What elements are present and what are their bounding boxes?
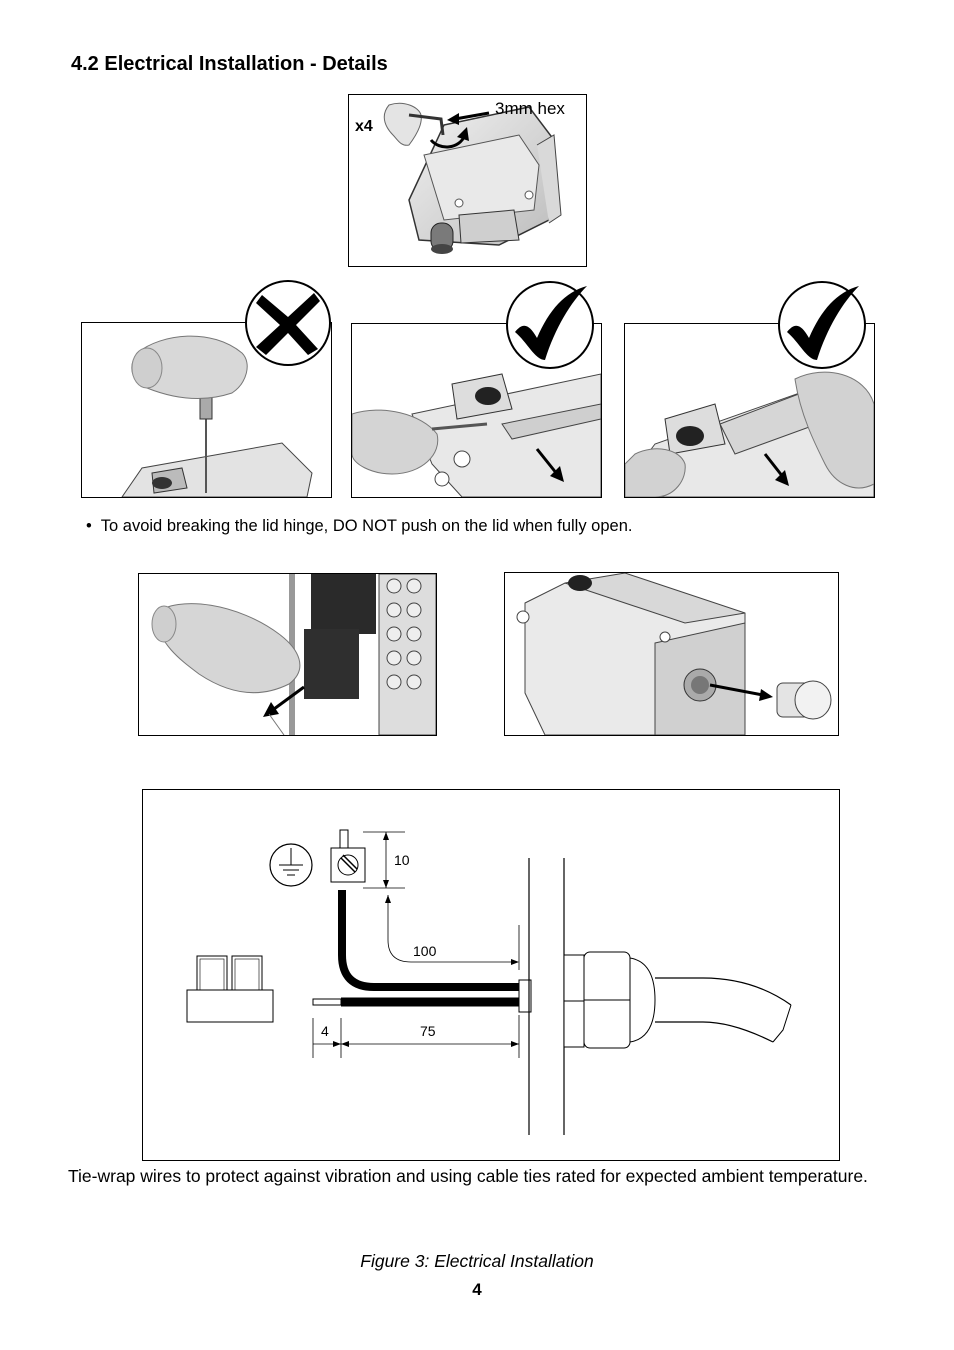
blanking-plug-illustration — [516, 573, 832, 735]
hinge-warning-note: • To avoid breaking the lid hinge, DO NOT… — [86, 517, 632, 536]
connector-removal-panel — [138, 573, 437, 736]
figure-caption: Figure 3: Electrical Installation — [360, 1251, 594, 1271]
screw-count-label: x4 — [355, 118, 373, 135]
section-heading: 4.2 Electrical Installation - Details — [71, 53, 388, 75]
blanking-plug-panel — [504, 572, 839, 736]
dim-strip-top: 10 — [394, 852, 410, 868]
tie-wrap-instruction: Tie-wrap wires to protect against vibrat… — [68, 1166, 868, 1186]
step-panel-correct-1 — [351, 323, 602, 498]
dim-jacket-length: 75 — [420, 1023, 436, 1039]
hex-key-label: 3mm hex — [495, 99, 565, 118]
connector-removal-illustration — [151, 574, 436, 735]
hex-screw-figure — [348, 94, 587, 267]
screwdriver-on-lid-illustration — [121, 335, 313, 497]
dim-bend-length: 100 — [413, 943, 437, 959]
cross-icon — [244, 279, 332, 367]
dim-strip-end: 4 — [321, 1023, 329, 1039]
hinge-warning-text: To avoid breaking the lid hinge, DO NOT … — [100, 517, 633, 535]
lid-hinge-illustration — [352, 373, 601, 497]
enclosure-illustration — [383, 102, 562, 254]
bullet-glyph: • — [86, 517, 92, 535]
cable-gland-drawing: 10 100 4 75 — [186, 829, 792, 1135]
lid-closing-illustration — [625, 371, 874, 497]
wiring-dimension-diagram: 10 100 4 75 — [142, 789, 840, 1161]
page-number: 4 — [472, 1280, 482, 1299]
check-icon — [777, 280, 867, 370]
check-icon — [505, 280, 595, 370]
